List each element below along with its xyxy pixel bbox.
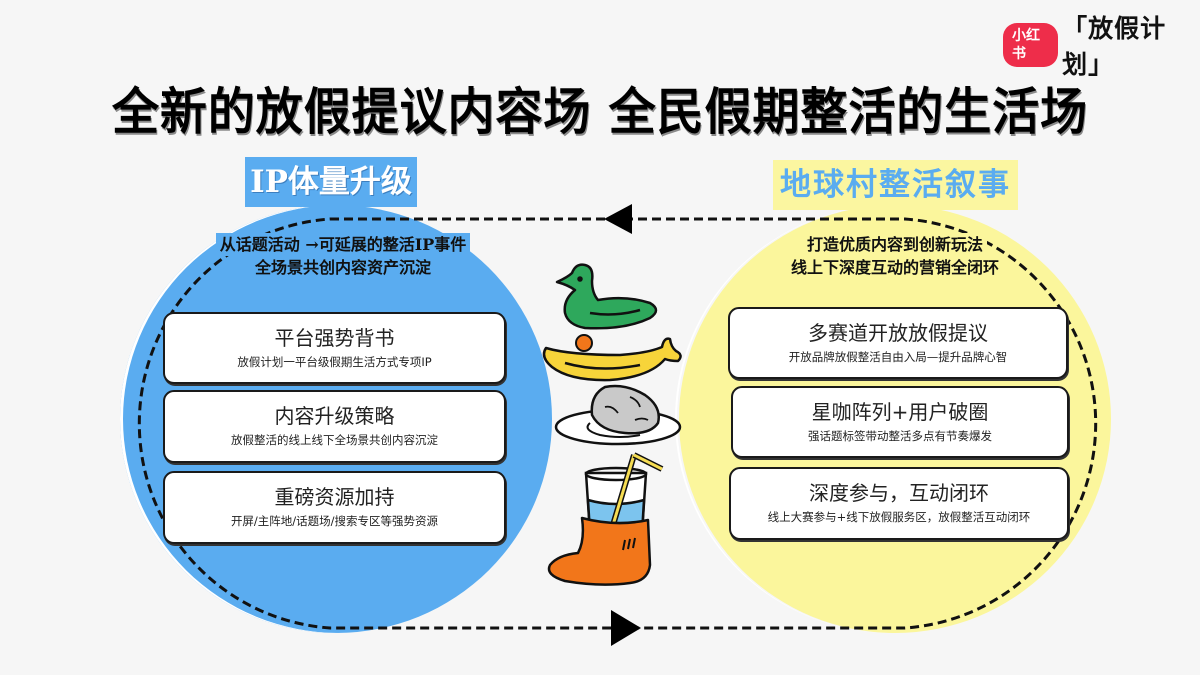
card-subtitle: 开放品牌放假整活自由入局—提升品牌心智	[788, 350, 1008, 364]
arrow-right-icon	[611, 610, 641, 646]
card-subtitle: 放假计划一平台级假期生活方式专项IP	[237, 355, 432, 369]
duck-icon	[555, 263, 658, 330]
card-title: 内容升级策略	[274, 404, 395, 428]
card-title: 星咖阵列+用户破圈	[811, 400, 989, 424]
card-title: 重磅资源加持	[274, 485, 395, 509]
left-caption-line2: 全场景共创内容资产沉淀	[250, 256, 435, 279]
global-village-badge: 地球村整活叙事	[773, 160, 1018, 210]
left-card-platform-endorsement: 平台强势背书 放假计划一平台级假期生活方式专项IP	[163, 312, 506, 384]
banana-icon	[542, 337, 682, 382]
card-subtitle: 开屏/主阵地/话题场/搜索专区等强势资源	[230, 514, 439, 528]
right-card-celebrity-users: 星咖阵列+用户破圈 强话题标签带动整活多点有节奏爆发	[731, 386, 1069, 458]
ip-upgrade-badge: IP体量升级	[245, 157, 417, 207]
left-card-content-strategy: 内容升级策略 放假整活的线上线下全场景共创内容沉淀	[163, 390, 506, 463]
orange-ball-icon	[575, 334, 593, 352]
card-subtitle: 放假整活的线上线下全场景共创内容沉淀	[231, 433, 438, 447]
card-title: 多赛道开放放假提议	[808, 321, 988, 345]
right-card-multi-track: 多赛道开放放假提议 开放品牌放假整活自由入局—提升品牌心智	[728, 307, 1068, 379]
card-subtitle: 线上大赛参与+线下放假服务区，放假整活互动闭环	[767, 510, 1031, 524]
xiaohongshu-badge: 小红书	[1003, 23, 1059, 67]
left-caption: 从话题活动 →可延展的整活IP事件 全场景共创内容资产沉淀	[183, 233, 503, 279]
card-title: 深度参与，互动闭环	[809, 481, 989, 505]
left-card-resource-support: 重磅资源加持 开屏/主阵地/话题场/搜索专区等强势资源	[163, 471, 506, 544]
card-title: 平台强势背书	[274, 326, 395, 350]
right-caption-line1: 打造优质内容到创新玩法	[802, 233, 987, 256]
sock-icon	[547, 516, 652, 586]
card-subtitle: 强话题标签带动整活多点有节奏爆发	[808, 429, 992, 443]
brand-logo: 小红书 「放假计划」	[1003, 14, 1200, 79]
page-title: 全新的放假提议内容场 全民假期整活的生活场	[111, 82, 1089, 141]
campaign-name: 「放假计划」	[1062, 14, 1167, 79]
left-caption-line1: 从话题活动 →可延展的整活IP事件	[215, 233, 471, 256]
right-caption-line2: 线上下深度互动的营销全闭环	[786, 256, 1003, 279]
arrow-left-icon	[604, 204, 632, 234]
stacked-objects-illustration	[542, 263, 682, 586]
right-card-deep-interaction: 深度参与，互动闭环 线上大赛参与+线下放假服务区，放假整活互动闭环	[729, 467, 1069, 540]
rock-icon	[590, 384, 660, 435]
right-caption: 打造优质内容到创新玩法 线上下深度互动的营销全闭环	[765, 233, 1025, 279]
